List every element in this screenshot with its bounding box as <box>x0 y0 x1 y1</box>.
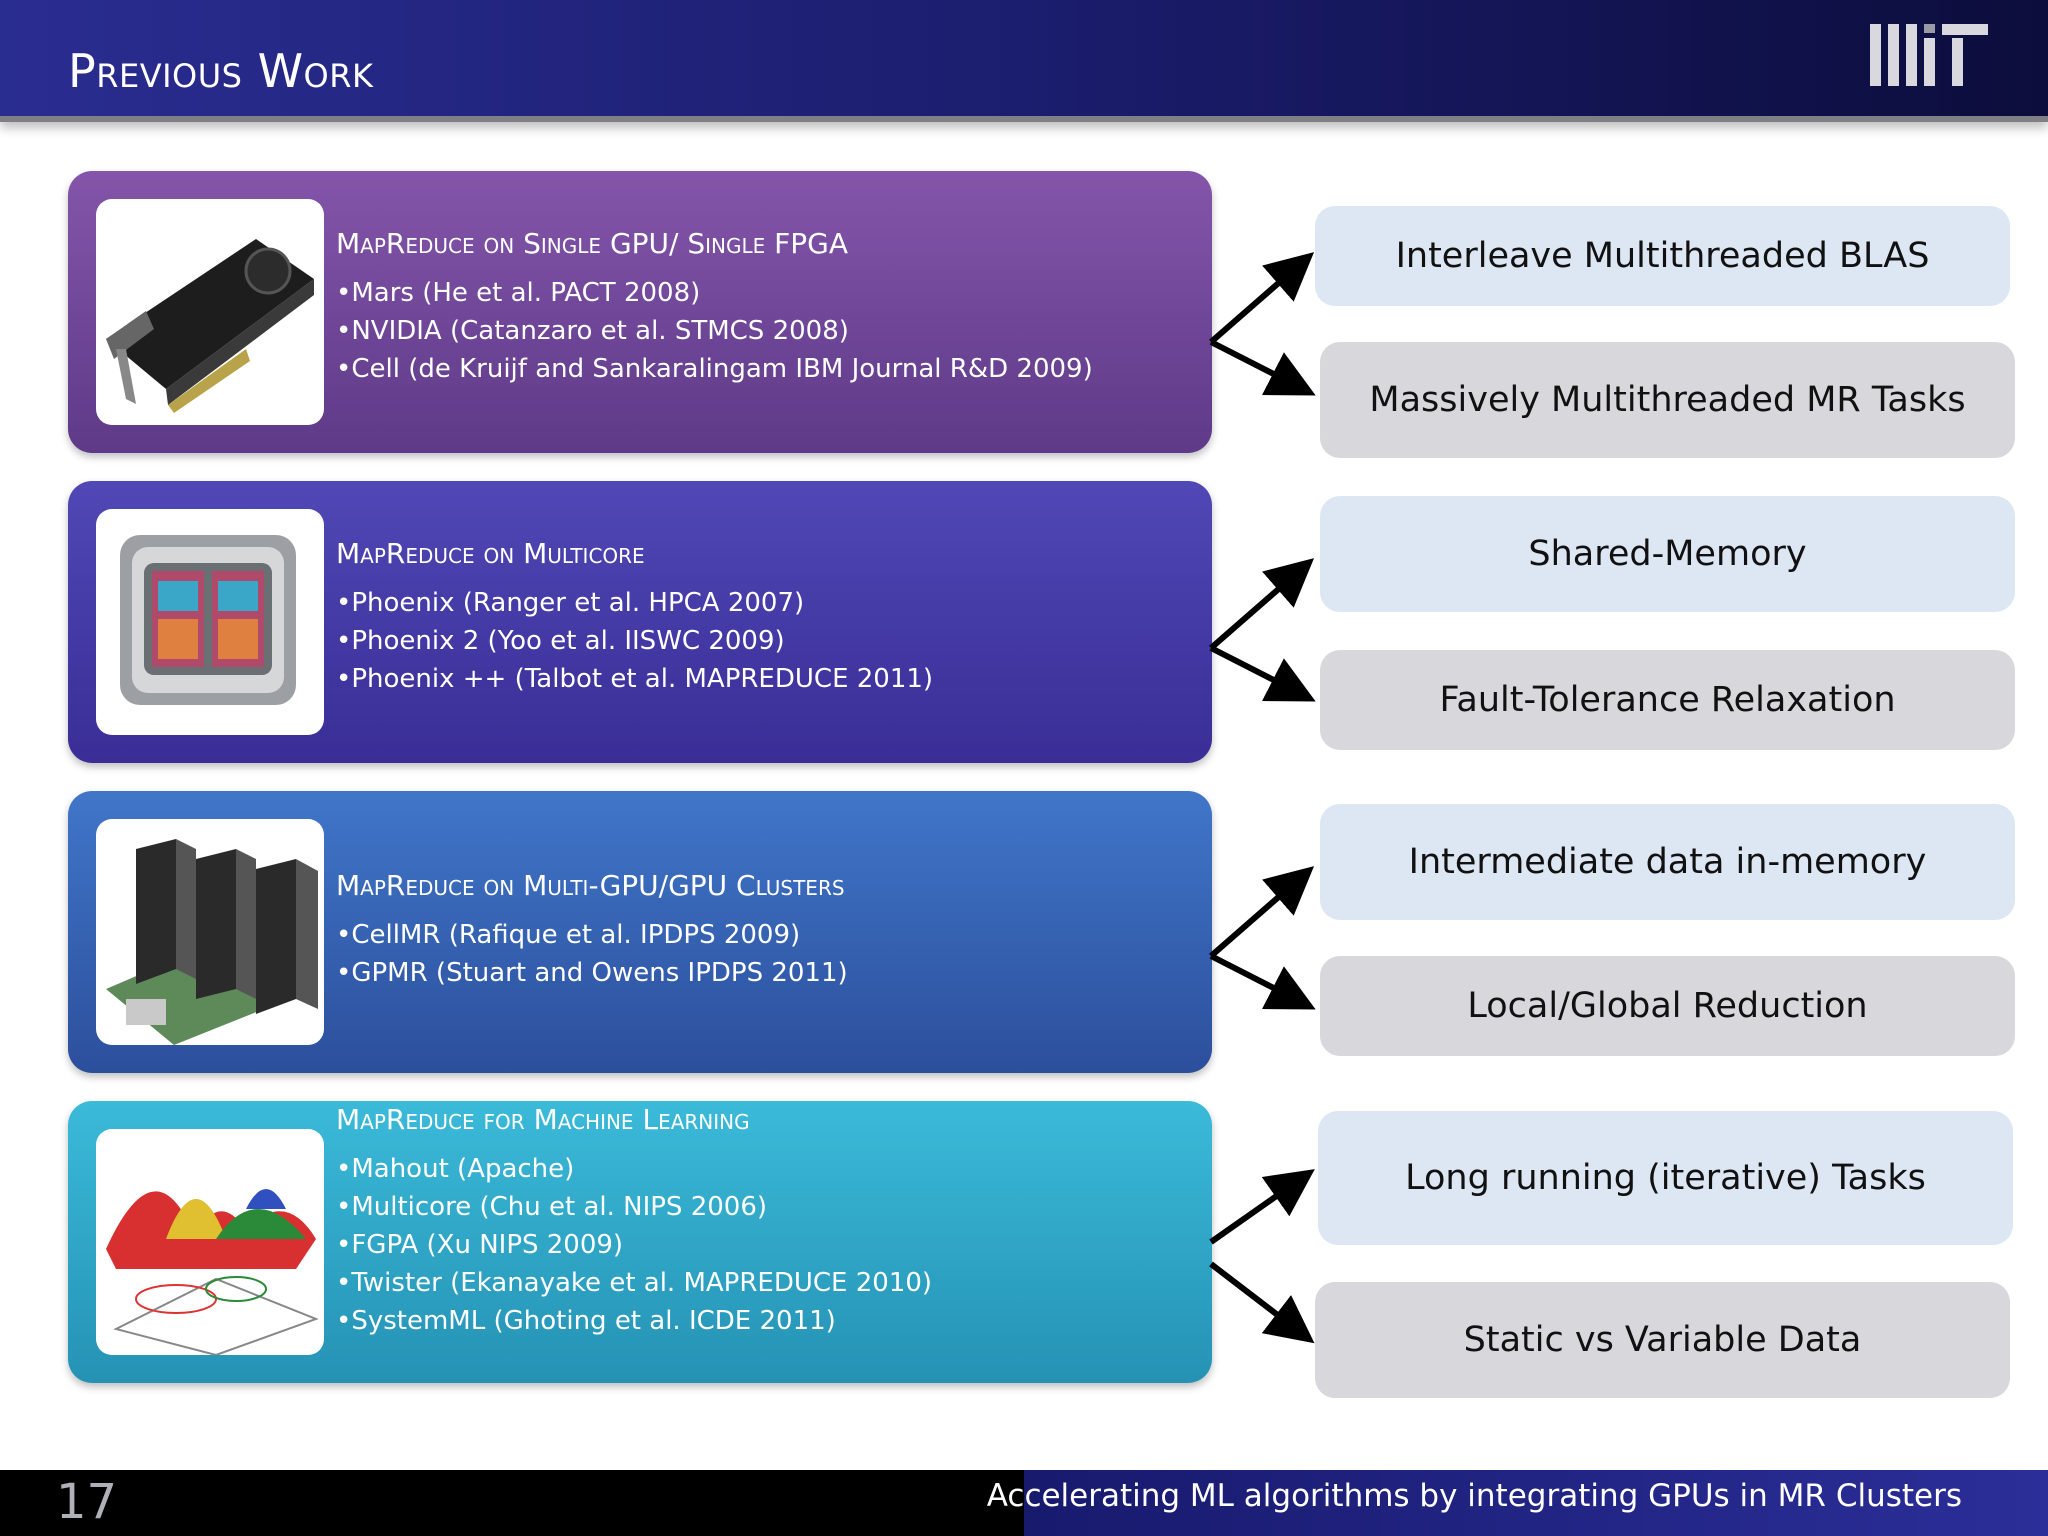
branch-arrows <box>1209 252 1316 1344</box>
reference-item: •NVIDIA (Catanzaro et al. STMCS 2008) <box>336 316 849 346</box>
page-number: 17 <box>56 1474 118 1530</box>
row-text: MapReduce on Multi-GPU/GPU Clusters •Cel… <box>336 869 848 992</box>
feature-box: Massively Multithreaded MR Tasks <box>1320 342 2015 458</box>
gpu-cluster-icon <box>96 819 324 1045</box>
row-text: MapReduce on Multicore •Phoenix (Ranger … <box>336 537 933 698</box>
footer-left-band <box>0 1470 1024 1536</box>
reference-item: •Phoenix ++ (Talbot et al. MAPREDUCE 201… <box>336 664 934 694</box>
feature-box: Static vs Variable Data <box>1315 1282 2010 1398</box>
gaussian-surface-plot-icon <box>96 1129 324 1355</box>
row-machine-learning: MapReduce for Machine Learning •Mahout (… <box>68 1101 1212 1383</box>
reference-item: •Multicore (Chu et al. NIPS 2006) <box>336 1192 768 1222</box>
feature-box: Fault-Tolerance Relaxation <box>1320 650 2015 750</box>
reference-item: •Mars (He et al. PACT 2008) <box>336 278 701 308</box>
footer-caption: Accelerating ML algorithms by integratin… <box>986 1478 1962 1514</box>
reference-item: •SystemML (Ghoting et al. ICDE 2011) <box>336 1306 836 1336</box>
feature-box: Shared-Memory <box>1320 496 2015 612</box>
reference-item: •CellMR (Rafique et al. IPDPS 2009) <box>336 920 801 950</box>
reference-item: •Cell (de Kruijf and Sankaralingam IBM J… <box>336 354 1093 384</box>
reference-item: •GPMR (Stuart and Owens IPDPS 2011) <box>336 958 848 988</box>
row-multi-gpu-clusters: MapReduce on Multi-GPU/GPU Clusters •Cel… <box>68 791 1212 1073</box>
row-single-gpu-fpga: MapReduce on Single GPU/ Single FPGA •Ma… <box>68 171 1212 453</box>
multicore-chip-icon <box>96 509 324 735</box>
feature-box: Interleave Multithreaded BLAS <box>1315 206 2010 306</box>
feature-box: Intermediate data in-memory <box>1320 804 2015 920</box>
slide-header: Previous Work <box>0 0 2048 122</box>
row-text: MapReduce for Machine Learning •Mahout (… <box>336 1103 932 1340</box>
row-multicore: MapReduce on Multicore •Phoenix (Ranger … <box>68 481 1212 763</box>
reference-item: •Phoenix 2 (Yoo et al. IISWC 2009) <box>336 626 785 656</box>
row-heading: MapReduce on Multicore <box>336 537 645 570</box>
reference-item: •Phoenix (Ranger et al. HPCA 2007) <box>336 588 805 618</box>
row-text: MapReduce on Single GPU/ Single FPGA •Ma… <box>336 227 1093 388</box>
reference-item: •Twister (Ekanayake et al. MAPREDUCE 201… <box>336 1268 933 1298</box>
mit-logo <box>1870 24 1988 86</box>
gpu-card-icon <box>96 199 324 425</box>
reference-item: •FGPA (Xu NIPS 2009) <box>336 1230 624 1260</box>
slide-title: Previous Work <box>68 44 374 98</box>
row-heading: MapReduce on Multi-GPU/GPU Clusters <box>336 869 845 902</box>
footer-right-band <box>1024 1470 2048 1536</box>
feature-box: Long running (iterative) Tasks <box>1318 1111 2013 1245</box>
row-heading: MapReduce on Single GPU/ Single FPGA <box>336 227 849 260</box>
row-heading: MapReduce for Machine Learning <box>336 1103 750 1136</box>
feature-box: Local/Global Reduction <box>1320 956 2015 1056</box>
reference-item: •Mahout (Apache) <box>336 1154 575 1184</box>
